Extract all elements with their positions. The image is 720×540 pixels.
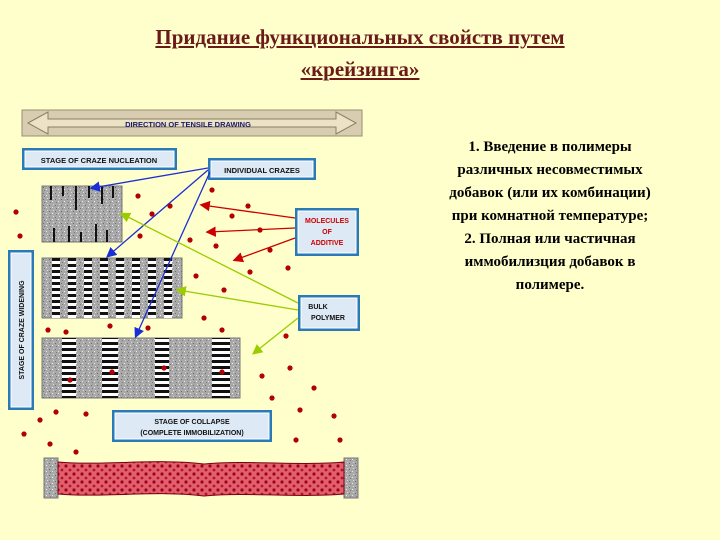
body-line-6: иммобилизция добавок в (464, 254, 636, 270)
double-arrow-icon (26, 111, 358, 135)
arrows (89, 167, 299, 355)
title-line-1: Придание функциональных свойств путем (155, 25, 565, 49)
individual-crazes-label: INDIVIDUAL CRAZES (208, 158, 316, 180)
polymer-sample-widening-2 (41, 337, 241, 399)
collapse-stage-label: STAGE OF COLLAPSE (COMPLETE IMMOBILIZATI… (112, 410, 272, 442)
widening-stage-label: STAGE OF CRAZE WIDENING (8, 250, 34, 410)
title-line-2: «крейзинга» (300, 56, 420, 81)
svg-text:STAGE OF CRAZE NUCLEATION: STAGE OF CRAZE NUCLEATION (41, 156, 157, 165)
direction-banner: DIRECTION OF TENSILE DRAWING (21, 109, 363, 137)
svg-text:ADDITIVE: ADDITIVE (311, 240, 344, 247)
svg-text:MOLECULES: MOLECULES (305, 218, 349, 225)
body-line-5: 2. Полная или частичная (464, 231, 636, 247)
additive-molecules (13, 187, 343, 455)
description-text: 1. Введение в полимеры различных несовме… (405, 136, 695, 297)
body-line-1: 1. Введение в полимеры (468, 139, 632, 155)
svg-text:OF: OF (322, 229, 332, 236)
molecules-of-additive-label: MOLECULES OF ADDITIVE (295, 208, 359, 256)
body-line-3: добавок (или их комбинации) (449, 185, 651, 201)
polymer-sample-nucleation (41, 185, 123, 243)
svg-text:STAGE OF COLLAPSE: STAGE OF COLLAPSE (154, 419, 230, 426)
body-line-4: при комнатной температуре; (451, 208, 649, 224)
svg-text:BULK: BULK (308, 304, 327, 311)
svg-text:INDIVIDUAL CRAZES: INDIVIDUAL CRAZES (224, 166, 300, 175)
svg-text:POLYMER: POLYMER (311, 315, 345, 322)
body-line-2: различных несовместимых (457, 162, 643, 178)
polymer-sample-widening-1 (41, 257, 183, 319)
direction-label: DIRECTION OF TENSILE DRAWING (125, 120, 251, 129)
slide-title: Придание функциональных свойств путем «к… (40, 22, 680, 85)
polymer-sample-collapsed (43, 457, 359, 499)
svg-text:(COMPLETE IMMOBILIZATION): (COMPLETE IMMOBILIZATION) (140, 430, 243, 437)
nucleation-stage-label: STAGE OF CRAZE NUCLEATION (22, 148, 177, 170)
bulk-polymer-label: BULK POLYMER (298, 295, 360, 331)
body-line-7: полимере. (515, 277, 585, 293)
svg-text:STAGE OF CRAZE WIDENING: STAGE OF CRAZE WIDENING (19, 280, 26, 380)
